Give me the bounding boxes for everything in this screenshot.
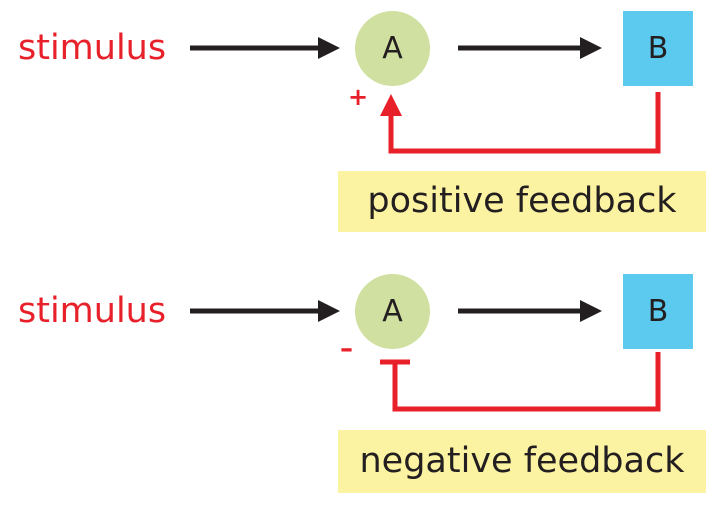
minus-sign: – xyxy=(340,334,353,364)
positive-feedback-caption: positive feedback xyxy=(338,171,706,232)
positive-feedback-arrows xyxy=(190,37,661,154)
negative-feedback-caption: negative feedback xyxy=(338,430,706,493)
negative-feedback-arrows xyxy=(190,300,661,412)
stimulus-to-a-arrow xyxy=(190,37,340,59)
plus-sign: + xyxy=(348,83,369,111)
node-a-circle: A xyxy=(355,11,430,86)
positive-feedback-diagram: stimulus A B + positive feedback xyxy=(0,0,726,250)
a-to-b-arrow xyxy=(458,37,602,59)
stimulus-to-a-arrow xyxy=(190,300,340,322)
node-a-circle: A xyxy=(355,274,430,349)
node-b-box: B xyxy=(623,11,693,86)
node-b-box: B xyxy=(623,274,693,349)
a-to-b-arrow xyxy=(458,300,602,322)
positive-feedback-loop-arrow xyxy=(380,92,661,154)
stimulus-label: stimulus xyxy=(18,291,167,331)
negative-feedback-loop-arrow xyxy=(380,352,661,412)
negative-feedback-diagram: stimulus A B – negative feedback xyxy=(0,258,726,508)
stimulus-label: stimulus xyxy=(18,28,167,68)
